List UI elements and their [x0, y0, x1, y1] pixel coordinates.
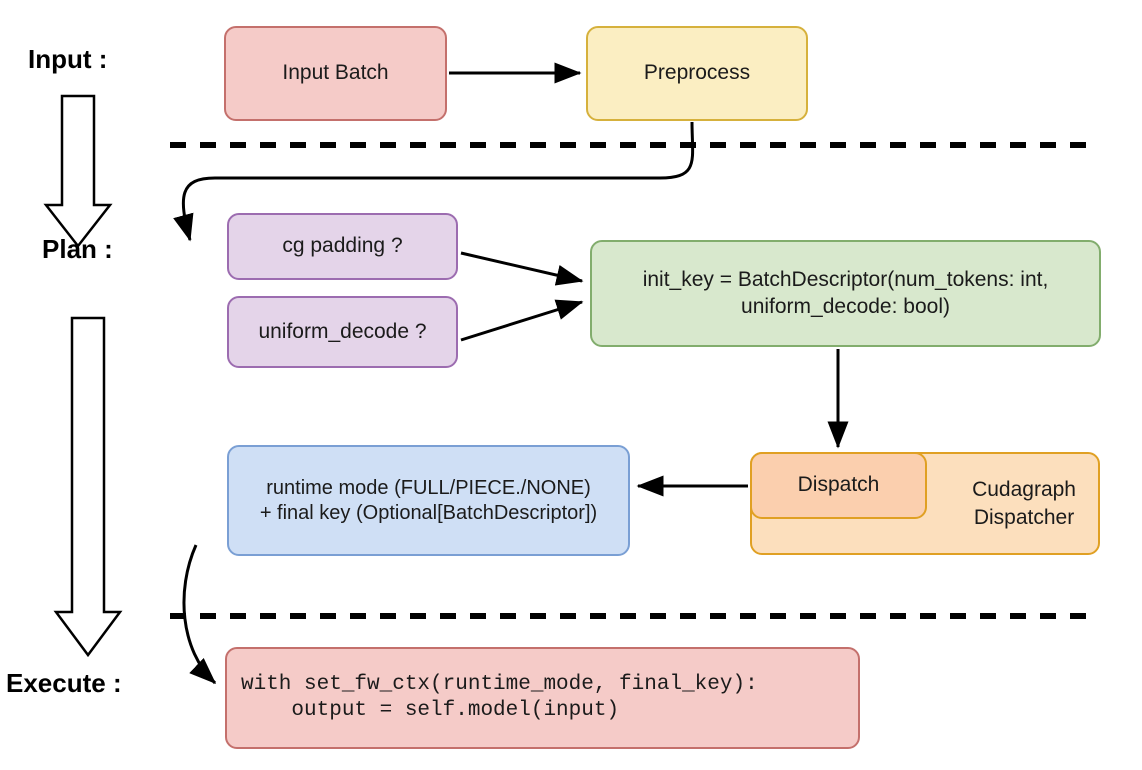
stage-label-input: Input : — [28, 44, 108, 74]
node-uniform-decode-label: uniform_decode ? — [258, 319, 427, 343]
node-preprocess-label: Preprocess — [643, 61, 751, 85]
node-dispatch[interactable]: Dispatch — [750, 452, 927, 519]
node-preprocess[interactable]: Preprocess — [586, 26, 808, 121]
node-uniform-decode[interactable]: uniform_decode ? — [227, 296, 458, 368]
node-init-key[interactable]: init_key = BatchDescriptor(num_tokens: i… — [590, 240, 1101, 347]
node-execute-code-line-2: output = self.model(input) — [241, 699, 620, 722]
input-to-plan-flow-arrow — [43, 94, 113, 249]
node-runtime-mode-line-2: + final key (Optional[BatchDescriptor]) — [259, 501, 598, 524]
edge-uniform-decode-to-init-key — [460, 299, 584, 342]
node-execute-code[interactable]: with set_fw_ctx(runtime_mode, final_key)… — [225, 647, 860, 749]
node-init-key-line-1: init_key = BatchDescriptor(num_tokens: i… — [642, 268, 1049, 292]
node-input-batch-label: Input Batch — [282, 61, 389, 85]
node-runtime-mode[interactable]: runtime mode (FULL/PIECE./NONE) + final … — [227, 445, 630, 556]
node-cg-padding[interactable]: cg padding ? — [227, 213, 458, 280]
node-dispatch-label: Dispatch — [797, 473, 880, 497]
node-cg-padding-label: cg padding ? — [282, 234, 403, 258]
node-cudagraph-dispatcher-label: Cudagraph Dispatcher — [972, 478, 1076, 529]
node-runtime-mode-line-1: runtime mode (FULL/PIECE./NONE) — [266, 476, 591, 499]
edge-runtime-mode-to-execute-code — [182, 544, 217, 685]
node-init-key-line-2: uniform_decode: bool) — [741, 294, 950, 318]
stage-label-plan: Plan : — [42, 234, 113, 264]
stage-label-execute: Execute : — [6, 668, 122, 698]
edge-cg-padding-to-init-key — [460, 251, 584, 286]
node-execute-code-line-1: with set_fw_ctx(runtime_mode, final_key)… — [241, 672, 758, 696]
plan-to-execute-flow-arrow — [53, 316, 123, 658]
node-input-batch[interactable]: Input Batch — [224, 26, 447, 121]
